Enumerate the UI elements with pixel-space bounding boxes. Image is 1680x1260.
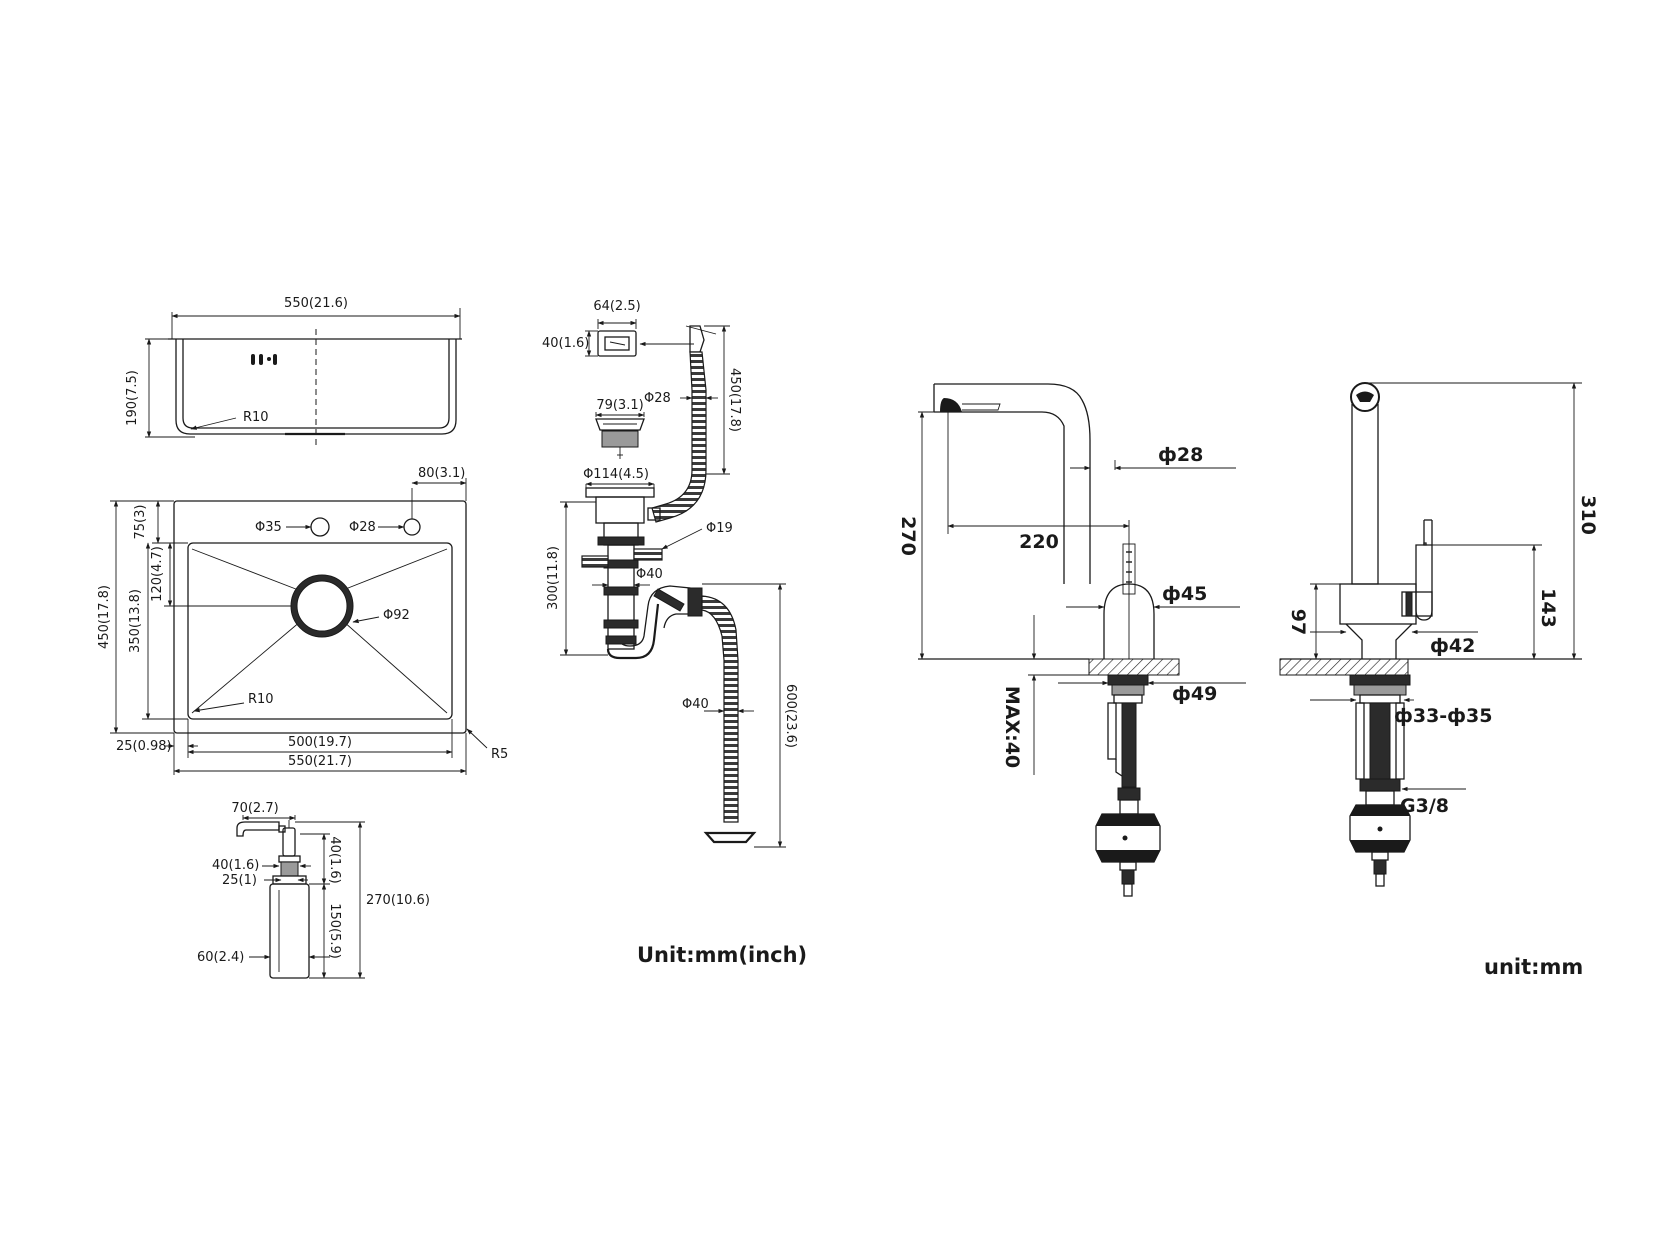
max-thickness-label: MAX:40 [1001, 686, 1023, 768]
hose-length-label: 450(17.8) [727, 368, 742, 432]
front-height-label: 270 [897, 516, 919, 556]
sink-section-view: 550(21.6) 190(7.5) R10 [125, 296, 462, 446]
hole-35-label: Φ35 [255, 520, 282, 535]
thread-label: 25(1) [222, 873, 257, 888]
inner-radius-label: R10 [248, 692, 274, 707]
inner-depth-label: 350(13.8) [128, 589, 143, 653]
hole-35 [310, 517, 330, 537]
tap-hole-offset-label: 80(3.1) [418, 466, 465, 481]
bottle-height-label: 150(5.9) [327, 903, 342, 959]
faucet-side-view: 310 143 97 ф42 ф33-ф35 G3/8 [1279, 382, 1599, 887]
body-height-label: 97 [1287, 609, 1309, 635]
flange-label: Φ114(4.5) [583, 467, 649, 482]
faucet-front-view: 270 220 ф28 ф45 ф49 MAX:40 [897, 383, 1246, 897]
outlet-hose-label: Φ40 [682, 697, 709, 712]
unit-note-right: unit:mm [1484, 955, 1583, 979]
inlet-label: Φ19 [706, 521, 733, 536]
countertop-section [1088, 658, 1180, 676]
inner-width-label: 500(19.7) [288, 735, 352, 750]
side-body-diameter-label: ф42 [1430, 635, 1475, 657]
sink-depth-label: 190(7.5) [125, 370, 140, 426]
strainer-label: 79(3.1) [596, 398, 643, 413]
sink-width-label: 550(21.6) [284, 296, 348, 311]
overflow-slots [251, 354, 277, 365]
drain-kit: 64(2.5) 40(1.6) Φ28 450(17.8) 79(3.1) Φ1… [542, 299, 798, 848]
neck-height-label: 40(1.6) [327, 836, 342, 883]
hose-diameter-label: Φ28 [644, 391, 671, 406]
drain-inner [296, 580, 348, 632]
soap-dispenser: 70(2.7) 40(1.6) 25(1) 40(1.6) 150(5.9) 2… [197, 801, 430, 979]
connection-label: G3/8 [1400, 795, 1449, 817]
total-height-label: 270(10.6) [366, 893, 430, 908]
unit-note-left: Unit:mm(inch) [637, 943, 807, 967]
spout-label: 70(2.7) [231, 801, 278, 816]
sink-plan-view: Φ35 Φ28 80(3.1) 75(3) 120(4.7) 350(13.8)… [97, 466, 508, 775]
spout-diameter-label: ф28 [1158, 444, 1203, 466]
sink-corner-radius-label: R10 [243, 410, 269, 425]
outer-width-label: 550(21.7) [288, 754, 352, 769]
rim-label: 25(0.98) [116, 739, 172, 754]
drain-offset-label: 120(4.7) [150, 546, 165, 602]
side-height-label: 310 [1577, 495, 1599, 535]
body-diameter-label: ф45 [1162, 583, 1207, 605]
bottle-diameter-label: 60(2.4) [197, 950, 244, 965]
outer-depth-label: 450(17.8) [97, 585, 112, 649]
handle-height-label: 143 [1537, 588, 1559, 628]
outer-radius-label: R5 [491, 747, 508, 762]
trap-height-label: 300(11.8) [546, 546, 561, 610]
mount-hole-label: ф33-ф35 [1394, 705, 1492, 727]
outlet-length-label: 600(23.6) [783, 684, 798, 748]
pipe-label: Φ40 [636, 567, 663, 582]
drain-diameter-label: Φ92 [383, 608, 410, 623]
hole-28 [403, 518, 421, 536]
overflow-width-label: 64(2.5) [593, 299, 640, 314]
overflow-height-label: 40(1.6) [542, 336, 589, 351]
countertop-section-side [1279, 658, 1409, 676]
base-diameter-label: ф49 [1172, 683, 1217, 705]
tap-hole-depth-label: 75(3) [133, 505, 148, 540]
hole-28-label: Φ28 [349, 520, 376, 535]
neck-label: 40(1.6) [212, 858, 259, 873]
reach-label: 220 [1019, 531, 1059, 553]
